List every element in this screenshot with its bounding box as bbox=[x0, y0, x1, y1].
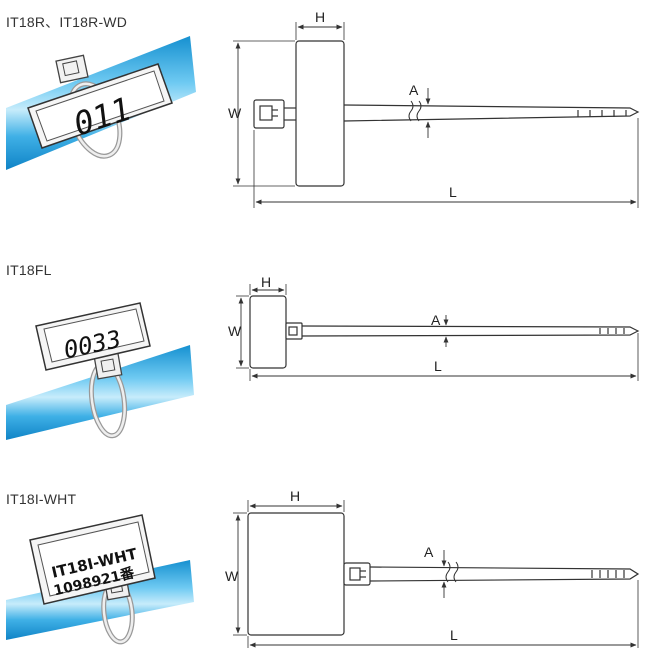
dim-label-a-1: A bbox=[409, 82, 419, 98]
drawing-it18i-wht bbox=[233, 500, 640, 648]
dim-label-l-1: L bbox=[449, 184, 457, 200]
product-title-it18fl: IT18FL bbox=[6, 262, 52, 278]
dim-label-w-3: W bbox=[225, 568, 239, 584]
illustration-it18fl: 0033 bbox=[6, 302, 194, 440]
product-title-it18r: IT18R、IT18R-WD bbox=[6, 14, 128, 30]
dim-label-w-1: W bbox=[228, 105, 242, 121]
illustration-it18r: 011 bbox=[6, 36, 196, 170]
dim-label-h-2: H bbox=[261, 274, 271, 290]
product-title-it18i-wht: IT18I-WHT bbox=[6, 491, 77, 507]
illustration-it18i-wht: IT18I-WHT 1098921番 bbox=[6, 514, 194, 645]
drawing-it18fl bbox=[236, 284, 640, 381]
dim-label-l-3: L bbox=[450, 627, 458, 643]
dim-label-a-3: A bbox=[424, 544, 434, 560]
dim-label-h-1: H bbox=[315, 9, 325, 25]
dim-label-a-2: A bbox=[431, 312, 441, 328]
dim-label-w-2: W bbox=[228, 323, 242, 339]
drawing-it18r bbox=[233, 22, 640, 208]
dim-label-h-3: H bbox=[290, 488, 300, 504]
dim-label-l-2: L bbox=[434, 358, 442, 374]
